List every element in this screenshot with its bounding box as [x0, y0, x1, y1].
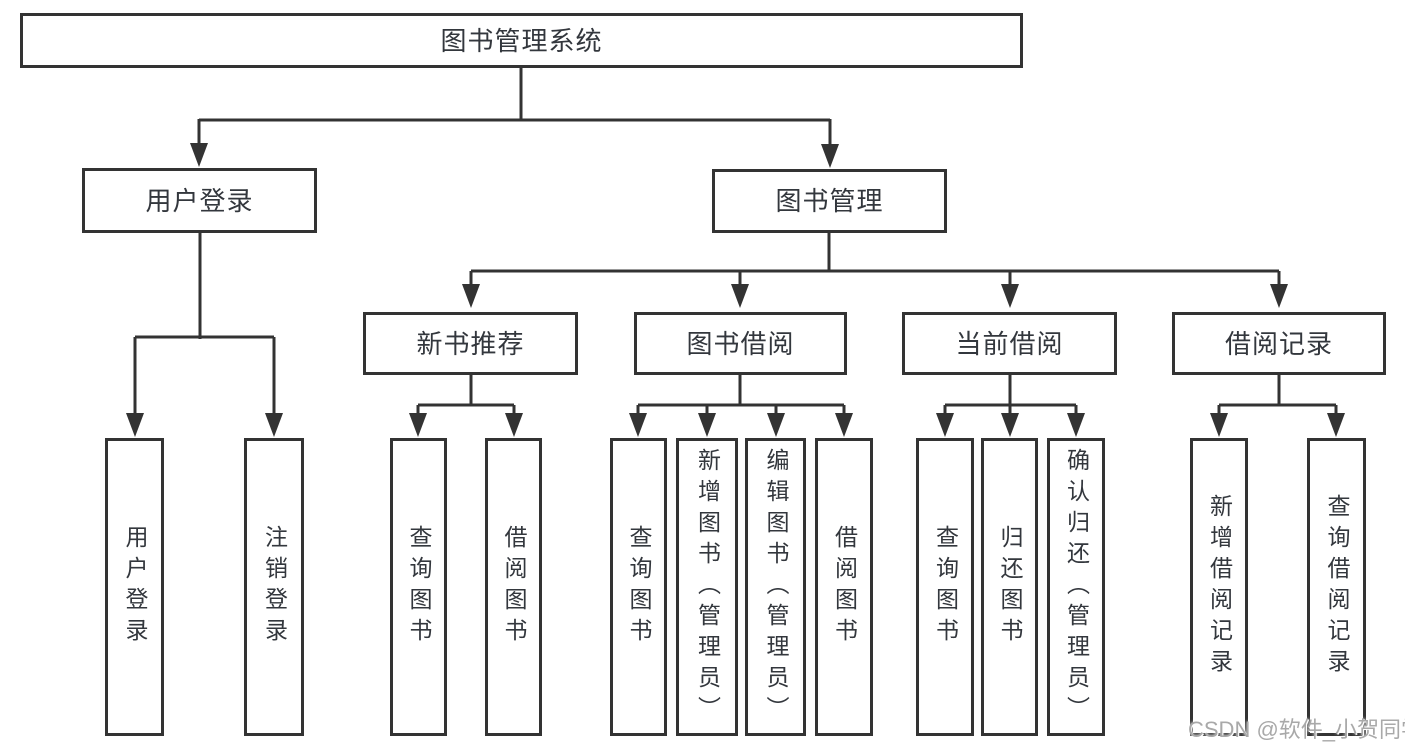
node-add-books-admin: 新增图书（管理员） [676, 438, 738, 736]
node-label: 编辑图书（管理员） [763, 447, 789, 727]
arrow-down-icon [1270, 284, 1288, 308]
node-label: 当前借阅 [955, 328, 1064, 359]
arrow-down-icon [835, 413, 853, 437]
node-label: 查询借阅记录 [1324, 494, 1350, 680]
watermark: CSDN @软件_小贺同学 [1188, 717, 1405, 742]
node-label: 查询图书 [406, 525, 432, 649]
node-label: 确认归还（管理员） [1063, 447, 1090, 727]
node-label: 注销登录 [261, 525, 288, 649]
node-current-borrowing: 当前借阅 [902, 312, 1117, 375]
node-label: 查询图书 [626, 525, 652, 649]
node-edit-books-admin: 编辑图书（管理员） [745, 438, 806, 736]
node-book-management: 图书管理 [712, 169, 947, 233]
arrow-down-icon [731, 284, 749, 308]
node-label: 图书管理系统 [440, 25, 603, 56]
arrow-down-icon [767, 413, 785, 437]
node-query-books-current: 查询图书 [916, 438, 974, 736]
node-confirm-return-admin: 确认归还（管理员） [1047, 438, 1105, 736]
node-label: 新书推荐 [416, 328, 525, 359]
node-book-borrowing: 图书借阅 [634, 312, 847, 375]
node-borrowing-records: 借阅记录 [1172, 312, 1386, 375]
arrow-down-icon [821, 144, 839, 168]
arrow-down-icon [126, 413, 144, 437]
node-label: 用户登录 [122, 525, 148, 649]
arrow-down-icon [1001, 284, 1019, 308]
node-label: 查询图书 [932, 525, 959, 649]
node-label: 归还图书 [997, 525, 1023, 649]
arrow-down-icon [1067, 413, 1085, 437]
node-label: 借阅图书 [831, 525, 858, 649]
node-book-management-system: 图书管理系统 [20, 13, 1023, 68]
arrow-down-icon [1210, 413, 1228, 437]
node-query-books-borrowing: 查询图书 [610, 438, 667, 736]
arrow-down-icon [505, 413, 523, 437]
arrow-down-icon [265, 413, 283, 437]
node-label: 图书借阅 [686, 328, 795, 359]
node-user-login-module: 用户登录 [82, 168, 317, 233]
node-query-books-recommend: 查询图书 [390, 438, 447, 736]
arrow-down-icon [409, 413, 427, 437]
arrowheads [126, 143, 1345, 437]
node-label: 借阅记录 [1224, 328, 1333, 359]
node-logout: 注销登录 [244, 438, 304, 736]
arrow-down-icon [698, 413, 716, 437]
node-add-borrow-record: 新增借阅记录 [1190, 438, 1248, 736]
node-label: 新增图书（管理员） [694, 447, 721, 727]
node-user-login: 用户登录 [105, 438, 164, 736]
node-return-books: 归还图书 [981, 438, 1038, 736]
node-label: 用户登录 [145, 185, 254, 216]
arrow-down-icon [190, 143, 208, 167]
arrow-down-icon [936, 413, 954, 437]
arrow-down-icon [629, 413, 647, 437]
node-borrow-books: 借阅图书 [815, 438, 873, 736]
node-label: 新增借阅记录 [1206, 494, 1233, 680]
node-query-borrow-record: 查询借阅记录 [1307, 438, 1366, 736]
node-new-book-recommendation: 新书推荐 [363, 312, 578, 375]
node-label: 借阅图书 [501, 525, 527, 649]
node-label: 图书管理 [775, 186, 884, 216]
arrow-down-icon [462, 284, 480, 308]
node-borrow-books-recommend: 借阅图书 [485, 438, 542, 736]
arrow-down-icon [1001, 413, 1019, 437]
arrow-down-icon [1327, 413, 1345, 437]
